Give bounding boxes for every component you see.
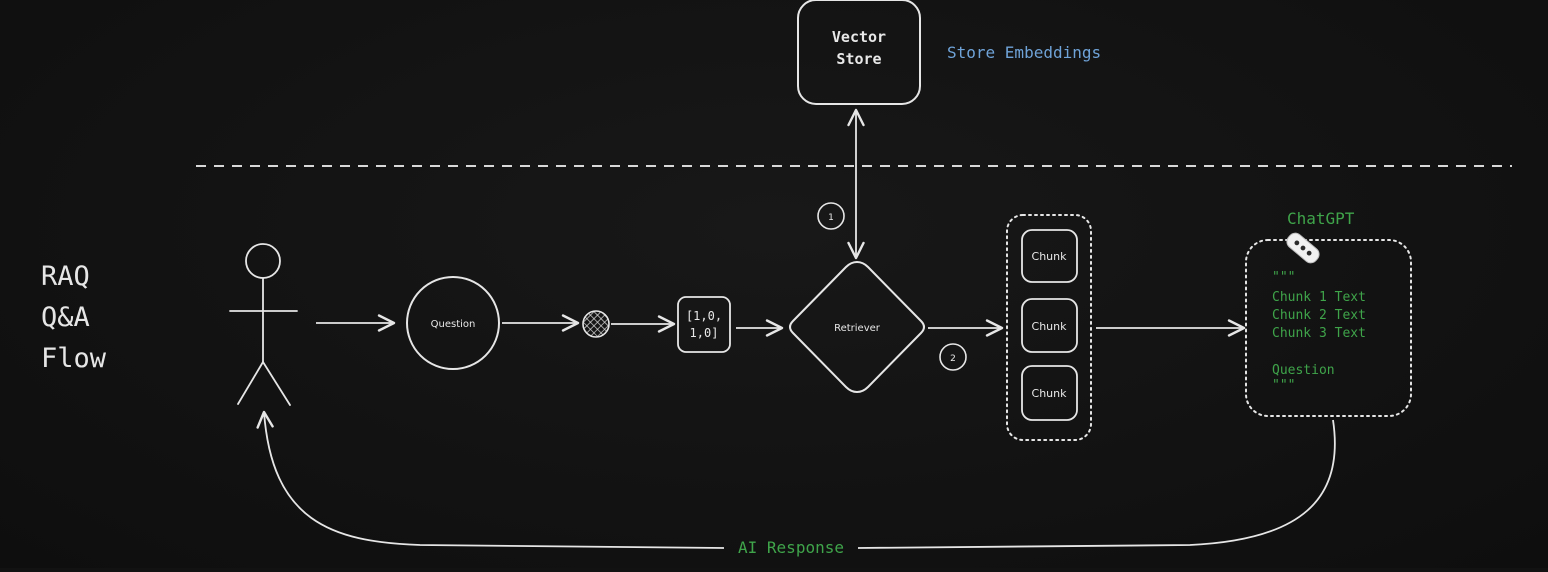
prompt-line-6: Question	[1272, 363, 1335, 378]
embedding-vector-line-2: 1,0]	[690, 326, 719, 340]
chunks-container	[1006, 214, 1092, 441]
prompt-line-3: Chunk 2 Text	[1272, 308, 1366, 323]
diagram-title-line-2: Q&A	[41, 302, 90, 333]
embedding-vector-box	[677, 296, 731, 353]
vector-store-label-line-1: Vector	[832, 28, 886, 46]
vector-store-box	[797, 0, 921, 105]
chunk-box-2	[1021, 298, 1078, 353]
step-2-circle	[939, 343, 967, 371]
chunk-box-3	[1021, 365, 1078, 421]
chunk-label-3: Chunk	[1032, 387, 1068, 400]
vector-store-label-line-2: Store	[836, 50, 881, 68]
diagram-title-line-3: Flow	[41, 343, 107, 374]
ai-response-label: AI Response	[738, 538, 844, 557]
chatgpt-label: ChatGPT	[1287, 209, 1355, 228]
question-node	[406, 276, 500, 370]
chatgpt-prompt-box	[1245, 239, 1412, 417]
chunk-label-2: Chunk	[1032, 320, 1068, 333]
response-curve-right	[857, 419, 1336, 549]
prompt-line-1: """	[1272, 270, 1295, 285]
embedding-vector-line-1: [1,0,	[686, 309, 722, 323]
retriever-label: Retriever	[834, 323, 881, 334]
embedding-model-icon	[582, 310, 610, 338]
prompt-line-2: Chunk 1 Text	[1272, 290, 1366, 305]
store-embeddings-caption: Store Embeddings	[947, 43, 1101, 62]
step-1-label: 1	[828, 213, 834, 223]
chunk-box-1	[1021, 229, 1078, 283]
retriever-node	[789, 260, 925, 394]
question-label: Question	[431, 319, 476, 330]
prompt-line-7: """	[1272, 378, 1295, 393]
prompt-line-4: Chunk 3 Text	[1272, 326, 1366, 341]
step-1-circle	[817, 202, 845, 230]
user-stick-figure-icon	[229, 243, 298, 406]
chunk-label-1: Chunk	[1032, 250, 1068, 263]
step-2-label: 2	[950, 354, 956, 364]
tool-icon	[1286, 232, 1320, 264]
diagram-title-line-1: RAQ	[41, 261, 90, 292]
response-curve-left	[256, 410, 725, 549]
